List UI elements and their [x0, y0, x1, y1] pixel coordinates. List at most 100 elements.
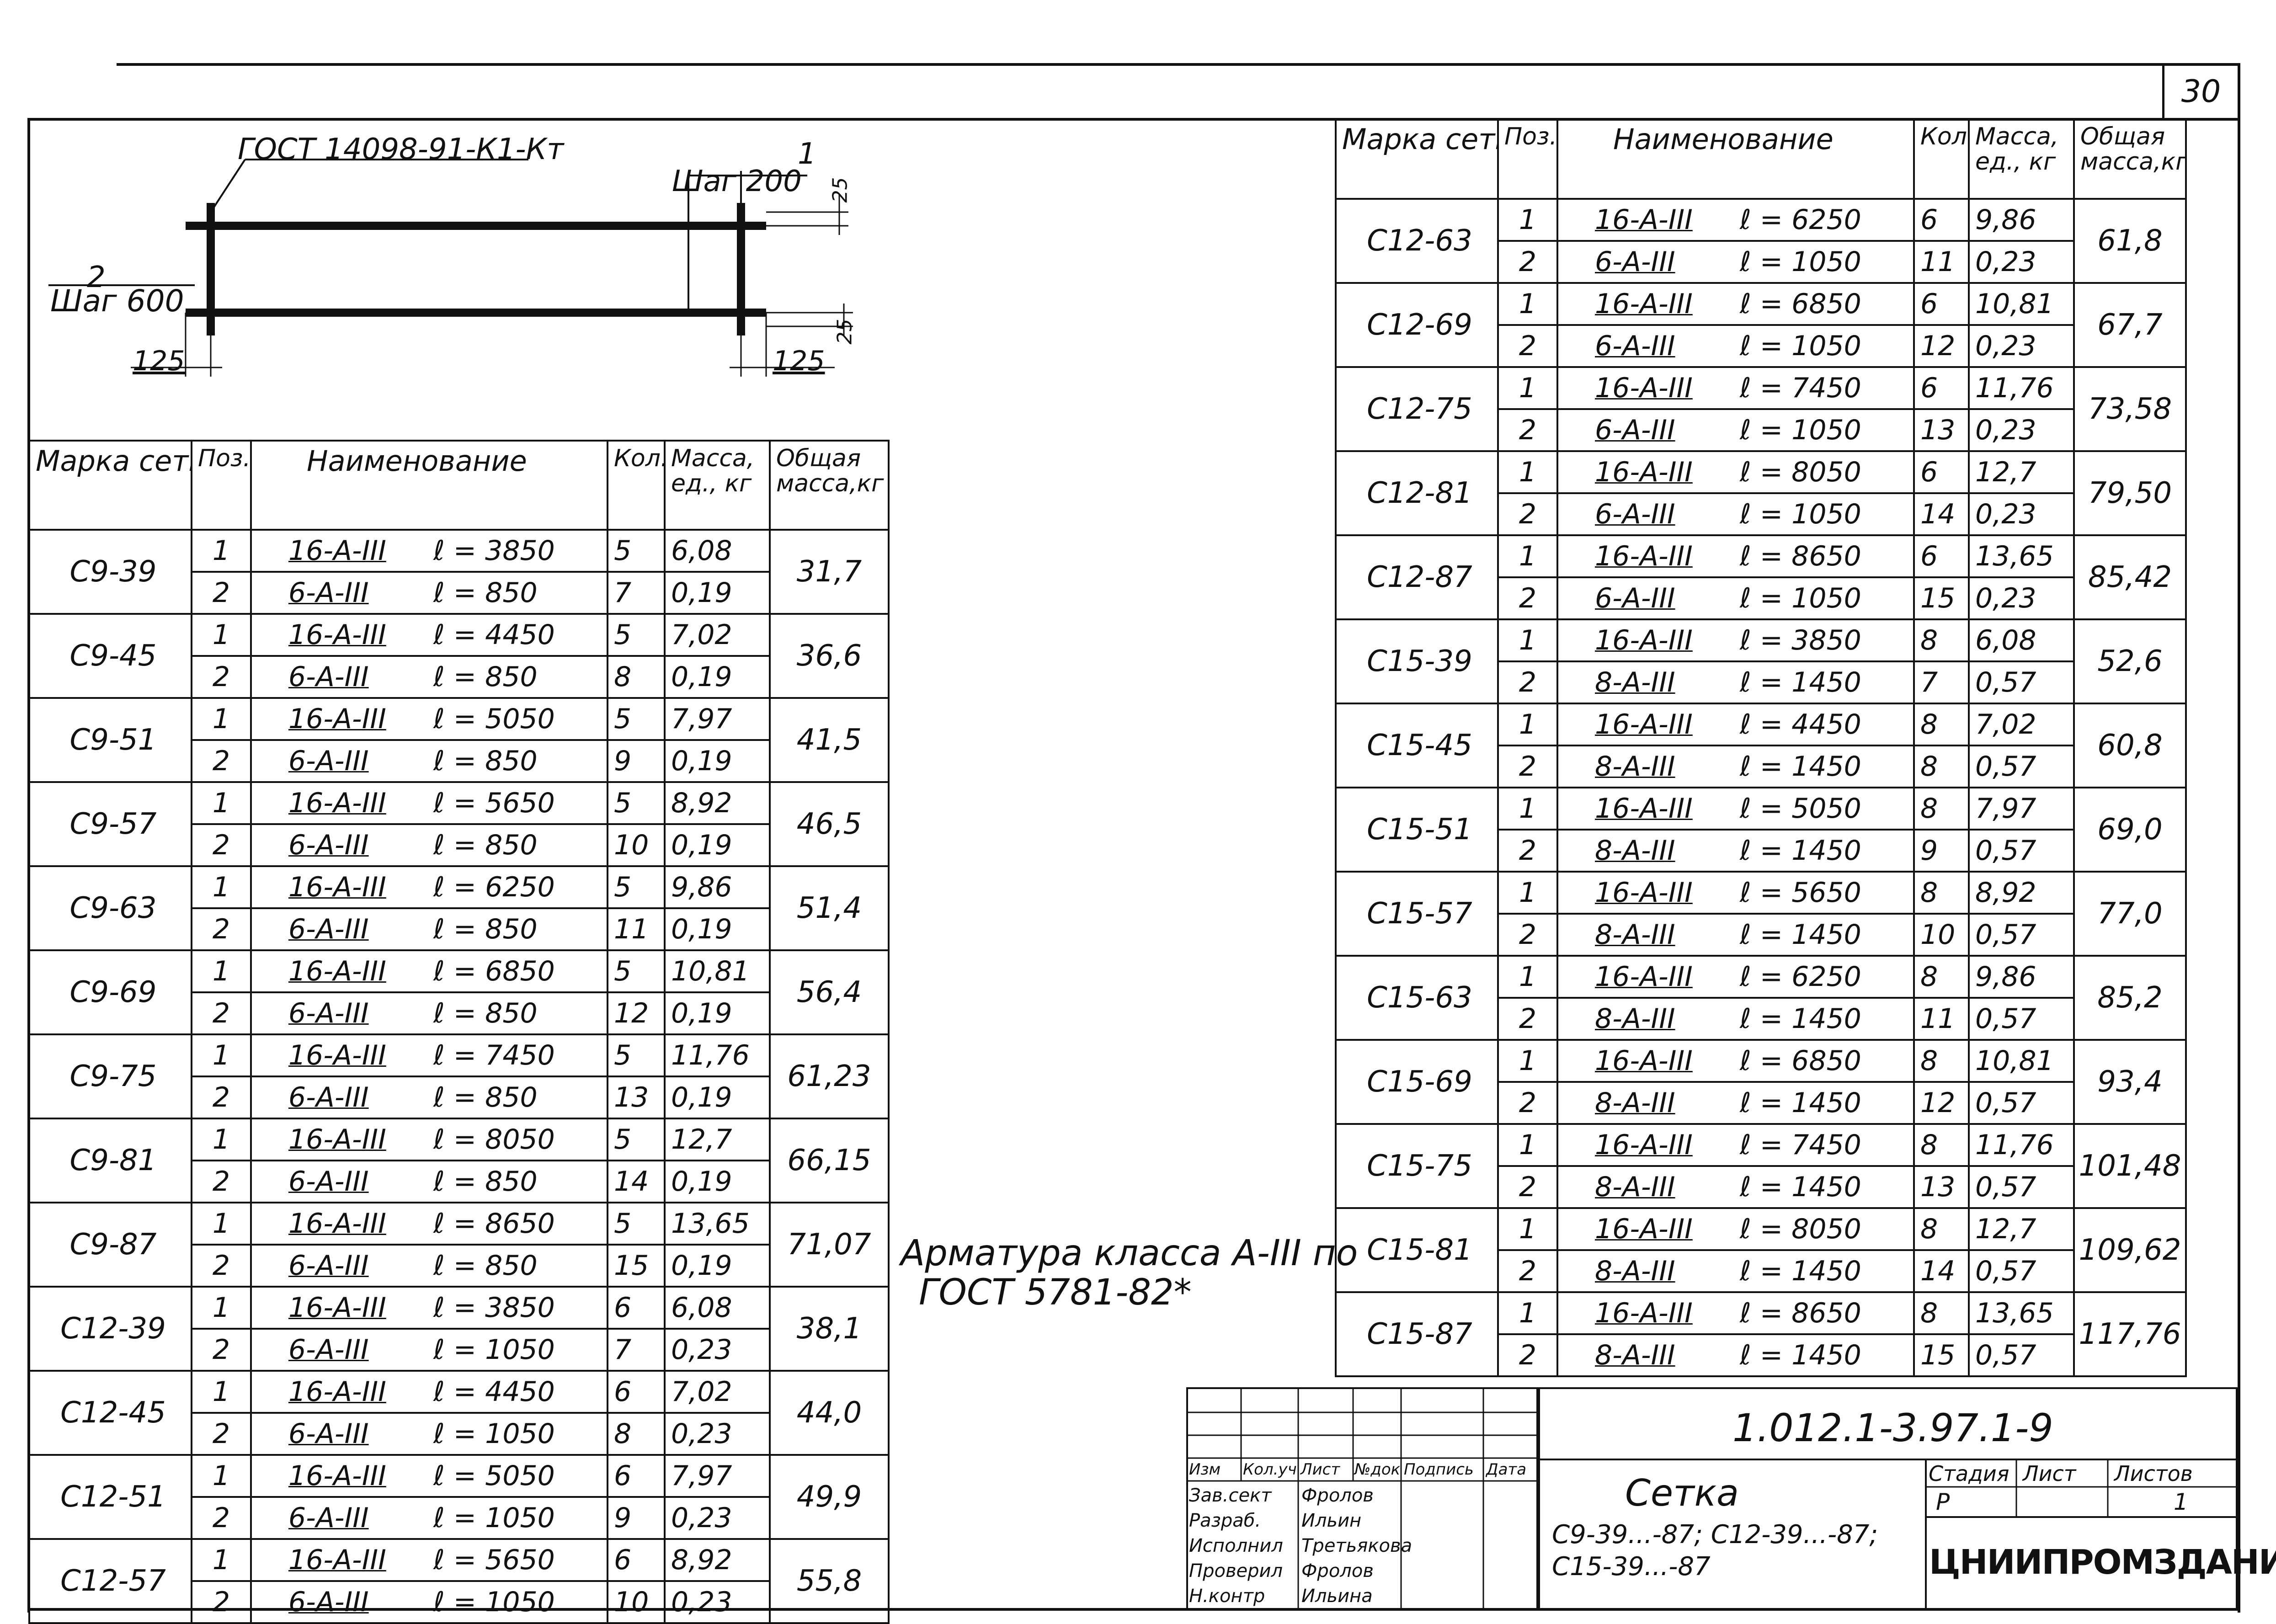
quantity-cell: 7: [607, 571, 666, 615]
bar-length: ℓ = 1450: [1739, 1003, 1861, 1035]
bar-length: ℓ = 1050: [433, 1586, 555, 1618]
bar-designation: 16-А-III: [288, 619, 386, 651]
total-mass-cell: 69,0: [2073, 787, 2187, 873]
total-mass-cell: 61,23: [769, 1033, 890, 1119]
mesh-mark: С9-63: [28, 865, 192, 951]
bar-designation: 8-А-III: [1595, 1087, 1675, 1119]
col-ndok: №док: [1354, 1460, 1401, 1479]
mesh-mark: С9-51: [28, 697, 192, 783]
bar-length: ℓ = 1050: [1739, 582, 1861, 614]
bar-length: ℓ = 6250: [1739, 204, 1861, 236]
bar-designation: 16-А-III: [1595, 1129, 1693, 1161]
mesh-mark: С12-69: [1335, 282, 1499, 368]
sheets-value: 1: [2174, 1489, 2188, 1515]
mesh-mark: С9-87: [28, 1202, 192, 1288]
quantity-cell: 10: [607, 823, 666, 867]
mesh-mark: С12-45: [28, 1370, 192, 1456]
names-column: Фролов Ильин Третьякова Фролов Ильина: [1301, 1483, 1412, 1609]
bar-length: ℓ = 1050: [1739, 414, 1861, 446]
header-mark: Марка сетки: [1335, 118, 1499, 200]
quantity-cell: 6: [607, 1370, 666, 1414]
bar-designation: 6-А-III: [288, 1418, 369, 1450]
bar-designation: 16-А-III: [288, 1376, 386, 1408]
bar-designation: 16-А-III: [288, 1208, 386, 1240]
unit-mass-cell: 0,23: [664, 1580, 771, 1624]
quantity-cell: 8: [1913, 618, 1970, 662]
quantity-cell: 5: [607, 781, 666, 825]
quantity-cell: 5: [607, 613, 666, 657]
unit-mass-cell: 0,57: [1968, 1333, 2075, 1377]
bar-designation: 6-А-III: [288, 997, 369, 1029]
total-mass-cell: 109,62: [2073, 1207, 2187, 1293]
position-cell: 2: [191, 991, 252, 1035]
bar-designation: 16-А-III: [1595, 204, 1693, 236]
bar-length: ℓ = 850: [433, 577, 538, 609]
stage-grid-lines: [1925, 1459, 2238, 1518]
unit-mass-cell: 0,57: [1968, 745, 2075, 788]
mesh-mark: С12-75: [1335, 366, 1499, 452]
total-mass-cell: 93,4: [2073, 1039, 2187, 1125]
col-signature: Подпись: [1404, 1460, 1474, 1479]
mesh-mark: С9-45: [28, 613, 192, 699]
name-cell: 16-А-III ℓ = 6250: [1556, 198, 1915, 242]
position-2-label: 2: [87, 261, 106, 294]
position-cell: 1: [191, 781, 252, 825]
position-cell: 2: [1497, 997, 1558, 1041]
quantity-cell: 6: [607, 1286, 666, 1330]
position-cell: 1: [191, 697, 252, 741]
unit-mass-cell: 0,19: [664, 739, 771, 783]
bar-length: ℓ = 1450: [1739, 919, 1861, 951]
unit-mass-cell: 9,86: [1968, 198, 2075, 242]
step-600-label: Шаг 600: [50, 283, 184, 319]
position-cell: 1: [191, 1202, 252, 1246]
bar-length: ℓ = 8050: [433, 1123, 555, 1155]
col-list: Лист: [1301, 1460, 1340, 1479]
quantity-cell: 9: [607, 739, 666, 783]
bar-designation: 8-А-III: [1595, 919, 1675, 951]
unit-mass-cell: 7,97: [664, 697, 771, 741]
position-cell: 2: [1497, 829, 1558, 873]
role-razrab: Разраб.: [1189, 1510, 1261, 1531]
total-mass-cell: 46,5: [769, 781, 890, 867]
bar-designation: 8-А-III: [1595, 1171, 1675, 1203]
header-mass-total: Общая масса,кг: [2073, 118, 2187, 200]
bar-designation: 16-А-III: [288, 703, 386, 735]
mesh-mark: С15-87: [1335, 1291, 1499, 1377]
unit-mass-cell: 10,81: [1968, 1039, 2075, 1083]
quantity-cell: 13: [1913, 408, 1970, 452]
bar-designation: 6-А-III: [288, 1502, 369, 1534]
quantity-cell: 14: [1913, 1249, 1970, 1293]
position-cell: 1: [191, 1538, 252, 1582]
quantity-cell: 5: [607, 697, 666, 741]
doc-title: Сетка: [1625, 1472, 1739, 1514]
position-cell: 1: [1497, 1291, 1558, 1335]
header-pos: Поз.: [191, 440, 252, 531]
unit-mass-cell: 7,97: [664, 1454, 771, 1498]
position-cell: 1: [1497, 198, 1558, 242]
total-mass-cell: 85,42: [2073, 534, 2187, 620]
position-cell: 1: [1497, 955, 1558, 999]
